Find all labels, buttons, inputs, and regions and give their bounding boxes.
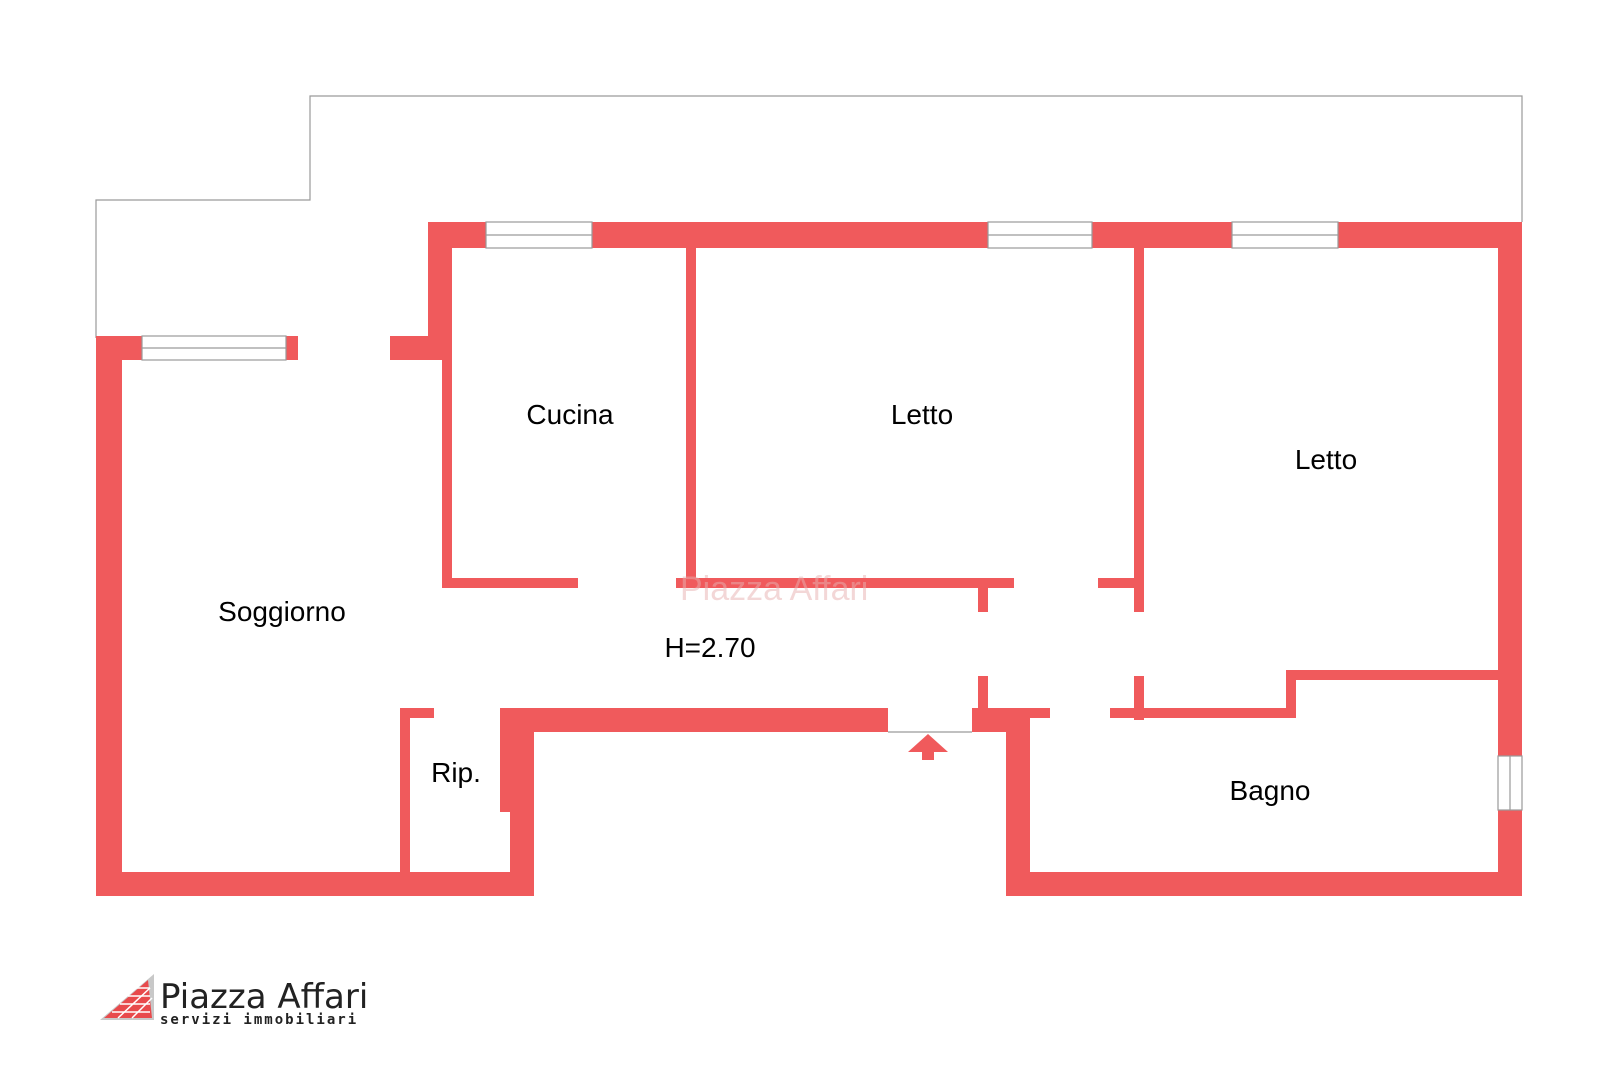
room-label-corridoio: H=2.70 xyxy=(664,632,755,663)
room-label-letto-1: Letto xyxy=(891,399,953,430)
terrace-outline xyxy=(95,95,1523,338)
window-cucina xyxy=(485,221,593,249)
room-label-letto-2: Letto xyxy=(1295,444,1357,475)
walls xyxy=(96,222,1522,896)
logo-subtitle: servizi immobiliari xyxy=(160,1012,358,1028)
windows xyxy=(141,221,1523,811)
window-letto-2 xyxy=(1231,221,1339,249)
entrance-arrow-icon xyxy=(908,734,948,760)
window-soggiorno xyxy=(141,335,287,361)
watermark-text: Piazza Affari xyxy=(680,570,868,608)
window-letto-1 xyxy=(987,221,1093,249)
room-label-bagno: Bagno xyxy=(1230,775,1311,806)
room-label-soggiorno: Soggiorno xyxy=(218,596,346,627)
company-logo: Piazza Affari servizi immobiliari xyxy=(100,974,368,1028)
logo-title: Piazza Affari xyxy=(160,977,368,1017)
room-label-cucina: Cucina xyxy=(526,399,614,430)
room-label-ripostiglio: Rip. xyxy=(431,757,481,788)
window-bagno xyxy=(1497,755,1523,811)
pyramid-logo-icon xyxy=(100,974,154,1020)
